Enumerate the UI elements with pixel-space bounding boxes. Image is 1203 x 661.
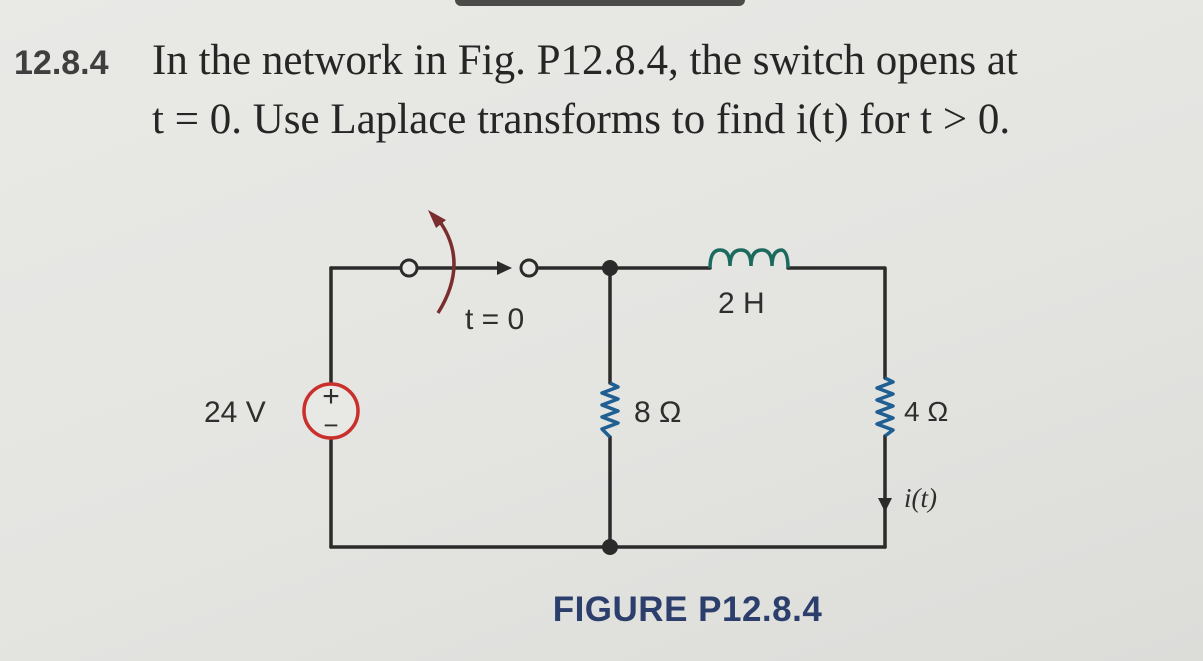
current-label: i(t) xyxy=(904,483,937,513)
node-bottom xyxy=(602,539,618,555)
problem-text-line-2: t = 0. Use Laplace transforms to find i(… xyxy=(152,96,1011,143)
problem-number: 12.8.4 xyxy=(14,44,109,82)
inductor-label: 2 H xyxy=(718,287,765,320)
wire-top-right xyxy=(786,266,887,380)
voltage-source: + − xyxy=(302,380,360,440)
inductor-coil xyxy=(708,248,790,269)
figure-caption-row: FIGURE P12.8.4 xyxy=(0,590,1203,630)
problem-text-line-1: In the network in Fig. P12.8.4, the swit… xyxy=(152,37,1018,84)
previous-heading-edge xyxy=(455,0,745,6)
resistor-4-label: 4 Ω xyxy=(904,396,948,427)
source-label: 24 V xyxy=(204,396,266,429)
resistor-4-zigzag xyxy=(875,376,895,438)
node-top xyxy=(602,260,618,276)
source-plus: + xyxy=(322,380,340,413)
switch-label: t = 0 xyxy=(465,303,524,336)
source-minus: − xyxy=(323,410,338,440)
resistor-8-zigzag xyxy=(600,381,620,439)
figure-caption: FIGURE P12.8.4 xyxy=(552,590,823,629)
resistor-8-label: 8 Ω xyxy=(634,396,681,429)
switch xyxy=(399,210,539,314)
current-arrow xyxy=(878,498,892,512)
